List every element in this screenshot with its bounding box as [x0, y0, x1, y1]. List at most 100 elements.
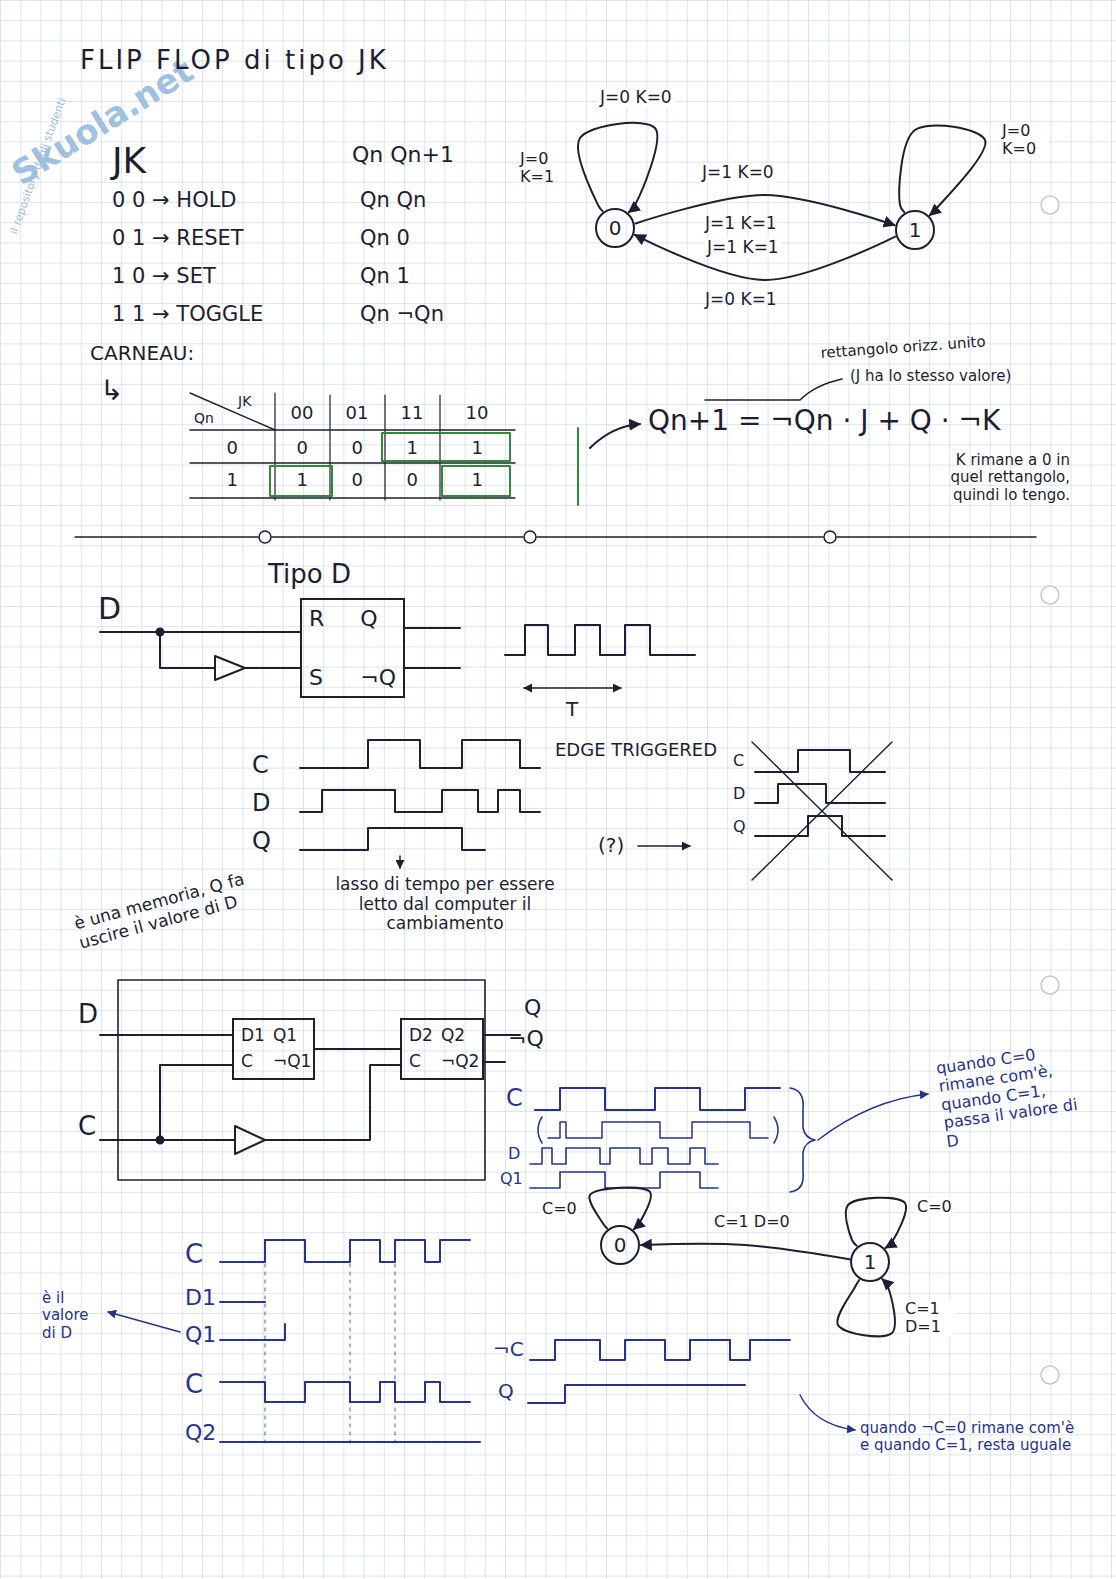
- handwritten-label: Qn Qn+1: [352, 142, 454, 167]
- node-text: 0: [609, 217, 622, 240]
- clock-waveform: [530, 1340, 790, 1360]
- state-circle: 0: [600, 1225, 640, 1265]
- node-text: Q2: [441, 1026, 479, 1046]
- data-waveform: [530, 1148, 718, 1164]
- node-text: 1: [909, 219, 922, 242]
- handwritten-label: D: [733, 785, 745, 803]
- clock-wire: [100, 1139, 235, 1141]
- clock-waveform: [300, 740, 540, 768]
- handwritten-label: Qn 0: [360, 226, 410, 250]
- connector: [899, 125, 985, 215]
- handwritten-label: Qn: [194, 410, 214, 426]
- curly-brace: [790, 1088, 815, 1192]
- clock-waveform: [535, 1088, 780, 1110]
- data-waveform: [300, 790, 540, 812]
- punch-hole: [1041, 586, 1059, 604]
- edge-label: J=0 K=0: [598, 88, 674, 108]
- input-wire: [100, 1034, 232, 1036]
- karnaugh-group: [382, 433, 510, 461]
- leader-line: [705, 379, 842, 400]
- connector: [641, 1244, 849, 1259]
- handwritten-label: JK: [238, 393, 251, 409]
- karnaugh-diagonal: [190, 393, 275, 430]
- divider-dot: [824, 531, 836, 543]
- latch-box: RQS¬Q: [300, 598, 405, 698]
- page-title: FLIP FLOP di tipo JK: [80, 46, 389, 76]
- input-wire: [160, 632, 215, 668]
- connector: [315, 1048, 400, 1050]
- handwritten-label: Q: [524, 995, 541, 1020]
- handwritten-label: T: [566, 698, 578, 721]
- handwritten-label: Q2: [185, 1420, 216, 1445]
- node-text: 0: [614, 1234, 627, 1257]
- karnaugh-grid: [275, 393, 440, 500]
- handwritten-label: D1: [185, 1285, 216, 1310]
- edge-label: C=0: [915, 1198, 954, 1216]
- handwritten-label: Qn Qn: [360, 188, 426, 212]
- handwritten-label: (J ha lo stesso valore): [850, 368, 1011, 385]
- period-arrow: [524, 687, 621, 689]
- handwritten-label: 1 1 → TOGGLE: [112, 302, 263, 326]
- connector: [837, 1279, 895, 1336]
- handwritten-label: Qn 1: [360, 264, 410, 288]
- punch-hole: [1041, 196, 1059, 214]
- handwritten-label: K rimane a 0 in quel rettangolo, quindi …: [940, 452, 1070, 504]
- handwritten-label: 0 0 → HOLD: [112, 188, 237, 212]
- clock-wire: [265, 1065, 400, 1140]
- node-text: C: [409, 1052, 433, 1072]
- cross-out: [752, 742, 892, 880]
- pointer-arrow: [818, 1094, 928, 1140]
- divider-dot: [524, 531, 536, 543]
- handwritten-label: 1: [407, 438, 418, 459]
- handwritten-label: 00: [291, 403, 314, 424]
- node-text: R: [309, 606, 324, 631]
- handwritten-label: Q1: [500, 1170, 523, 1188]
- handwritten-label: lasso di tempo per essere letto dal comp…: [315, 875, 575, 934]
- clock-waveform: [548, 1122, 768, 1138]
- handwritten-label: D: [98, 592, 121, 627]
- flipflop-box: D1Q1C¬Q1: [232, 1018, 315, 1080]
- output-waveform: [300, 828, 485, 850]
- divider-line: [75, 536, 1036, 538]
- node-text: D1: [241, 1026, 265, 1046]
- clock-wire: [160, 1065, 232, 1140]
- state-circle: 1: [850, 1242, 890, 1282]
- edge-label: J=1 K=0: [700, 163, 776, 183]
- karnaugh-group: [442, 466, 510, 496]
- handwritten-label: C: [185, 1370, 203, 1400]
- node-text: ¬Q2: [441, 1052, 479, 1072]
- output-wire: [405, 628, 460, 668]
- pointer-arrow: [590, 424, 640, 448]
- handwritten-label: Qn ¬Qn: [360, 302, 444, 326]
- input-wire: [245, 667, 300, 669]
- input-wire: [100, 631, 300, 633]
- handwritten-label: 0: [352, 470, 363, 491]
- guide-line: [265, 1240, 395, 1445]
- handwritten-label: 1: [297, 470, 308, 491]
- handwritten-label: 1: [472, 438, 483, 459]
- handwritten-label: ¬C: [493, 1338, 524, 1361]
- handwritten-label: C: [78, 1112, 96, 1142]
- node-text: C: [241, 1052, 265, 1072]
- inverter-symbol: [215, 656, 245, 680]
- punch-hole: [1041, 1366, 1059, 1384]
- handwritten-label: 0: [407, 470, 418, 491]
- connector: [578, 123, 657, 212]
- data-waveform: [755, 784, 885, 803]
- edge-label: C=1 D=1: [903, 1300, 955, 1337]
- handwritten-label: C: [733, 752, 744, 770]
- clock-waveform: [505, 625, 695, 655]
- connector: [846, 1198, 906, 1248]
- state-circle: 0: [595, 208, 635, 248]
- handwritten-label: JK: [112, 140, 146, 181]
- handwritten-label: 1: [472, 470, 483, 491]
- pointer-arrow: [399, 856, 401, 868]
- punch-hole: [1041, 976, 1059, 994]
- edge-label: C=1 D=0: [712, 1213, 792, 1231]
- handwritten-label: ¬Q: [508, 1026, 544, 1051]
- flipflop-box: D2Q2C¬Q2: [400, 1018, 484, 1080]
- handwritten-label: Q: [252, 828, 271, 856]
- bracket: [538, 1117, 778, 1143]
